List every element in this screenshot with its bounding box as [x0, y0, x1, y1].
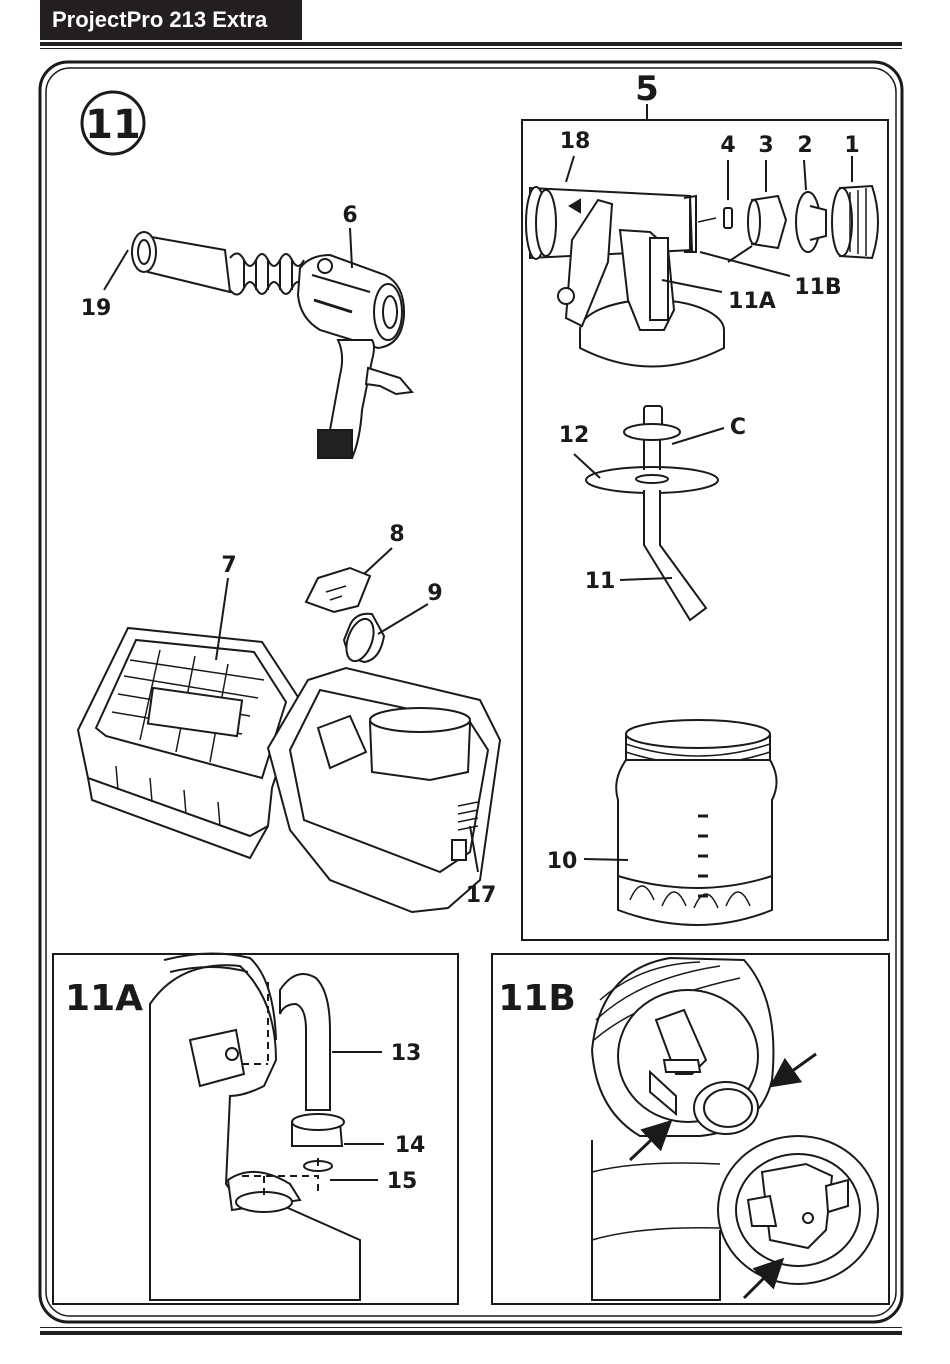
paint-container-illustration	[615, 719, 778, 926]
leader-8	[363, 547, 393, 575]
document-title: ProjectPro 213 Extra	[40, 0, 302, 40]
leader-19	[103, 249, 129, 291]
label-15: 15	[387, 1169, 418, 1194]
inset-11A-dashed-guide-2	[242, 1175, 319, 1200]
label-17: 17	[466, 883, 497, 908]
label-11B: 11B	[794, 275, 841, 300]
spray-gun-illustration	[131, 231, 414, 459]
footer-rule-thin	[40, 1327, 902, 1328]
label-14: 14	[395, 1133, 426, 1158]
filter-cover-illustration	[304, 566, 372, 614]
label-2: 2	[797, 133, 812, 158]
arrow-seat	[628, 1119, 673, 1162]
header-rule	[40, 42, 902, 46]
label-18: 18	[560, 129, 591, 154]
leader-11B	[699, 251, 791, 277]
leader-2	[803, 159, 807, 191]
leader-11B-b	[727, 245, 753, 263]
step-number: 11	[85, 102, 141, 148]
panel-5-title: 5	[635, 69, 659, 109]
outer-frame	[38, 60, 904, 1324]
leader-18	[565, 155, 575, 183]
step-number-badge: 11	[80, 90, 146, 156]
leader-9	[377, 603, 429, 635]
leader-7	[215, 577, 229, 661]
label-8: 8	[389, 522, 404, 547]
inner-frame	[45, 67, 897, 1317]
leader-C	[671, 427, 725, 445]
label-13: 13	[391, 1041, 422, 1066]
label-7: 7	[221, 553, 236, 578]
label-11: 11	[585, 569, 616, 594]
arrow-nozzle	[742, 1257, 785, 1300]
leader-6	[349, 227, 353, 269]
label-C: C	[730, 415, 746, 440]
header-rule-thin	[40, 48, 902, 49]
label-6: 6	[342, 203, 357, 228]
arrow-oring	[769, 1052, 817, 1088]
inset-11B-title: 11B	[498, 978, 576, 1019]
label-4: 4	[720, 133, 735, 158]
label-10: 10	[547, 849, 578, 874]
label-11A: 11A	[728, 289, 776, 314]
suction-tube-illustration	[585, 405, 719, 622]
inset-11B-illustration	[590, 956, 879, 1301]
inset-11A-frame	[52, 953, 459, 1305]
inset-11A-dashed-guide-1	[242, 982, 269, 1065]
leader-10	[583, 858, 629, 861]
label-12: 12	[559, 423, 590, 448]
footer-rule	[40, 1331, 902, 1335]
leader-17	[469, 825, 479, 873]
inset-11B-frame	[491, 953, 890, 1305]
leader-11	[619, 577, 673, 581]
leader-11A	[661, 279, 723, 293]
panel-5-frame	[521, 119, 889, 941]
leader-12	[573, 453, 601, 479]
base-unit-illustration	[76, 626, 502, 914]
inset-11A-illustration	[149, 952, 361, 1301]
front-end-assembly-illustration	[525, 184, 879, 368]
label-9: 9	[427, 581, 442, 606]
label-19: 19	[81, 296, 112, 321]
label-3: 3	[758, 133, 773, 158]
air-filter-illustration	[342, 612, 386, 664]
label-1: 1	[844, 133, 859, 158]
inset-11A-title: 11A	[65, 978, 143, 1019]
